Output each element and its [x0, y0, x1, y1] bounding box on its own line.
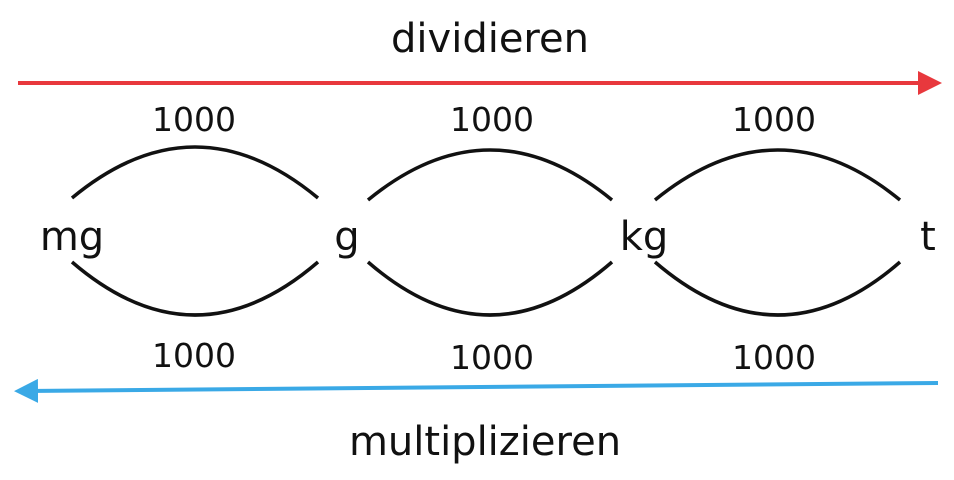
arc-top-kg-t: [653, 148, 902, 202]
unit-mg: mg: [40, 214, 104, 260]
unit-g: g: [334, 214, 359, 260]
factor-top-kg-t: 1000: [732, 100, 816, 139]
arc-bottom-g-kg: [366, 260, 614, 317]
factor-top-g-kg: 1000: [450, 100, 534, 139]
factor-bottom-g-kg: 1000: [450, 338, 534, 377]
multiply-label: multiplizieren: [349, 419, 621, 465]
arc-top-g-kg: [366, 148, 614, 202]
unit-kg: kg: [620, 214, 669, 260]
unit-t: t: [920, 214, 936, 260]
arc-top-mg-g: [70, 145, 320, 200]
factor-top-mg-g: 1000: [152, 100, 236, 139]
arc-bottom-kg-t: [653, 260, 902, 317]
multiply-arrow: [14, 378, 939, 403]
factor-bottom-mg-g: 1000: [152, 336, 236, 375]
arc-bottom-mg-g: [70, 260, 320, 317]
factor-bottom-kg-t: 1000: [732, 338, 816, 377]
divide-label: dividieren: [391, 16, 589, 62]
